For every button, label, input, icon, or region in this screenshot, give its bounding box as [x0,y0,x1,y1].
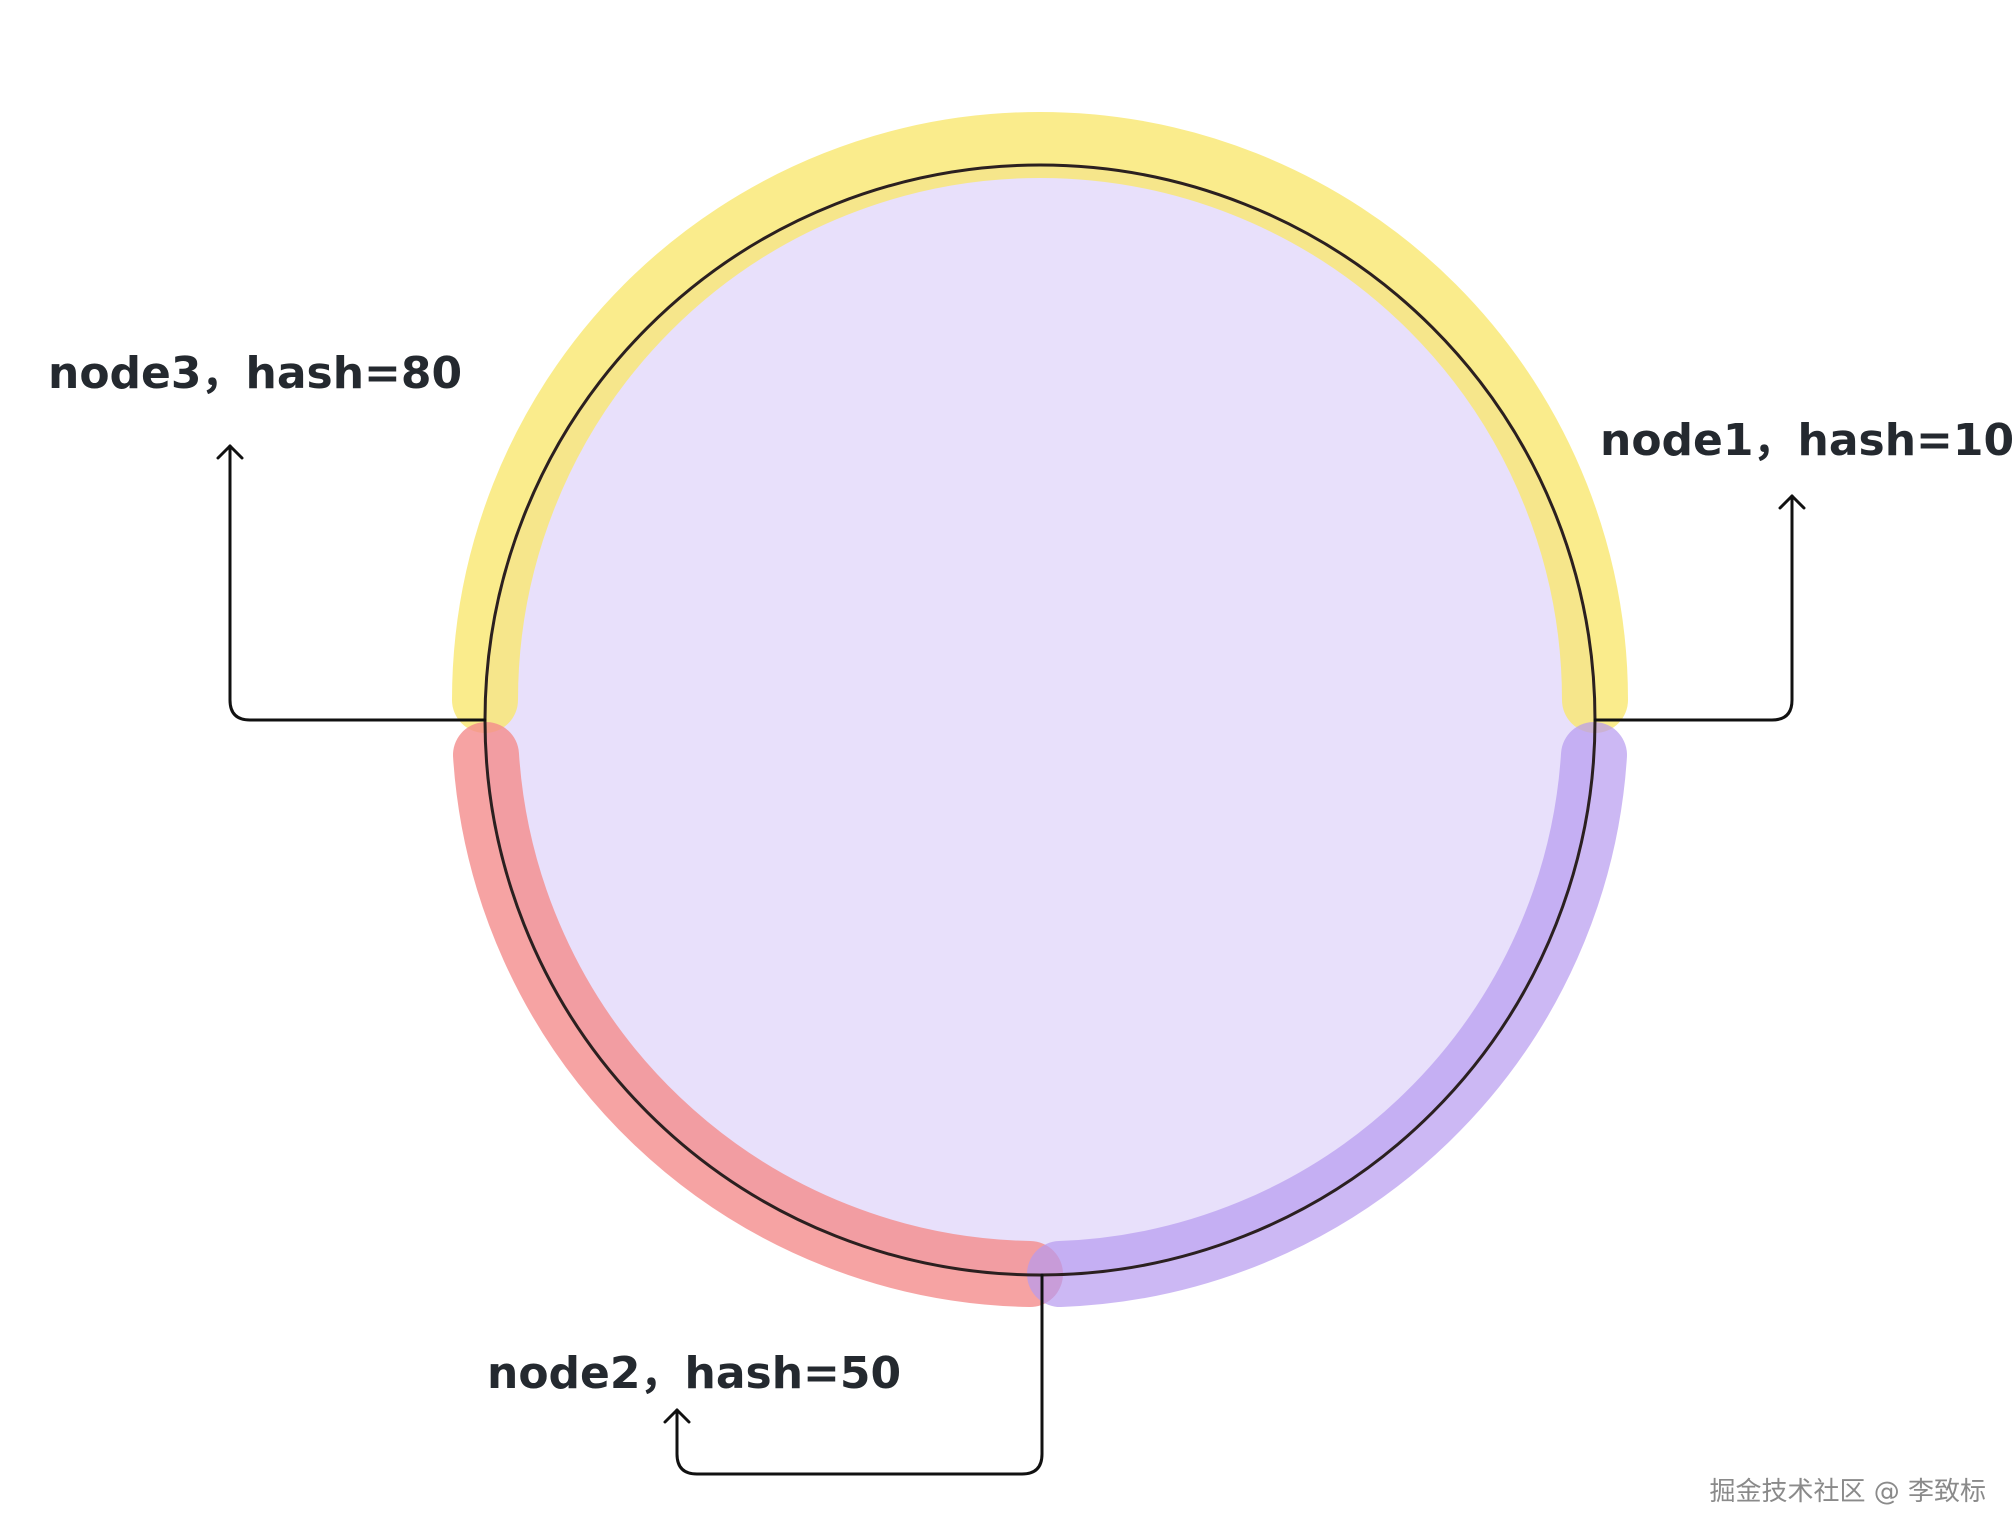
node2-connector-line [675,1273,1044,1476]
node2-arrow-icon [663,1408,691,1424]
node3-label: node3，hash=80 [48,348,462,399]
node1-label: node1，hash=10 [1600,415,2014,466]
node3-arrow-icon [216,444,244,460]
node1-connector-line [1593,494,1794,722]
node3-connector-line [228,444,487,722]
node1-arrow-icon [1778,494,1806,510]
ring-segment-yellow [452,112,1628,733]
hash-ring-disc [485,165,1595,1275]
watermark-text: 掘金技术社区 @ 李致标 [1709,1477,1986,1507]
node2-label: node2，hash=50 [487,1348,901,1399]
